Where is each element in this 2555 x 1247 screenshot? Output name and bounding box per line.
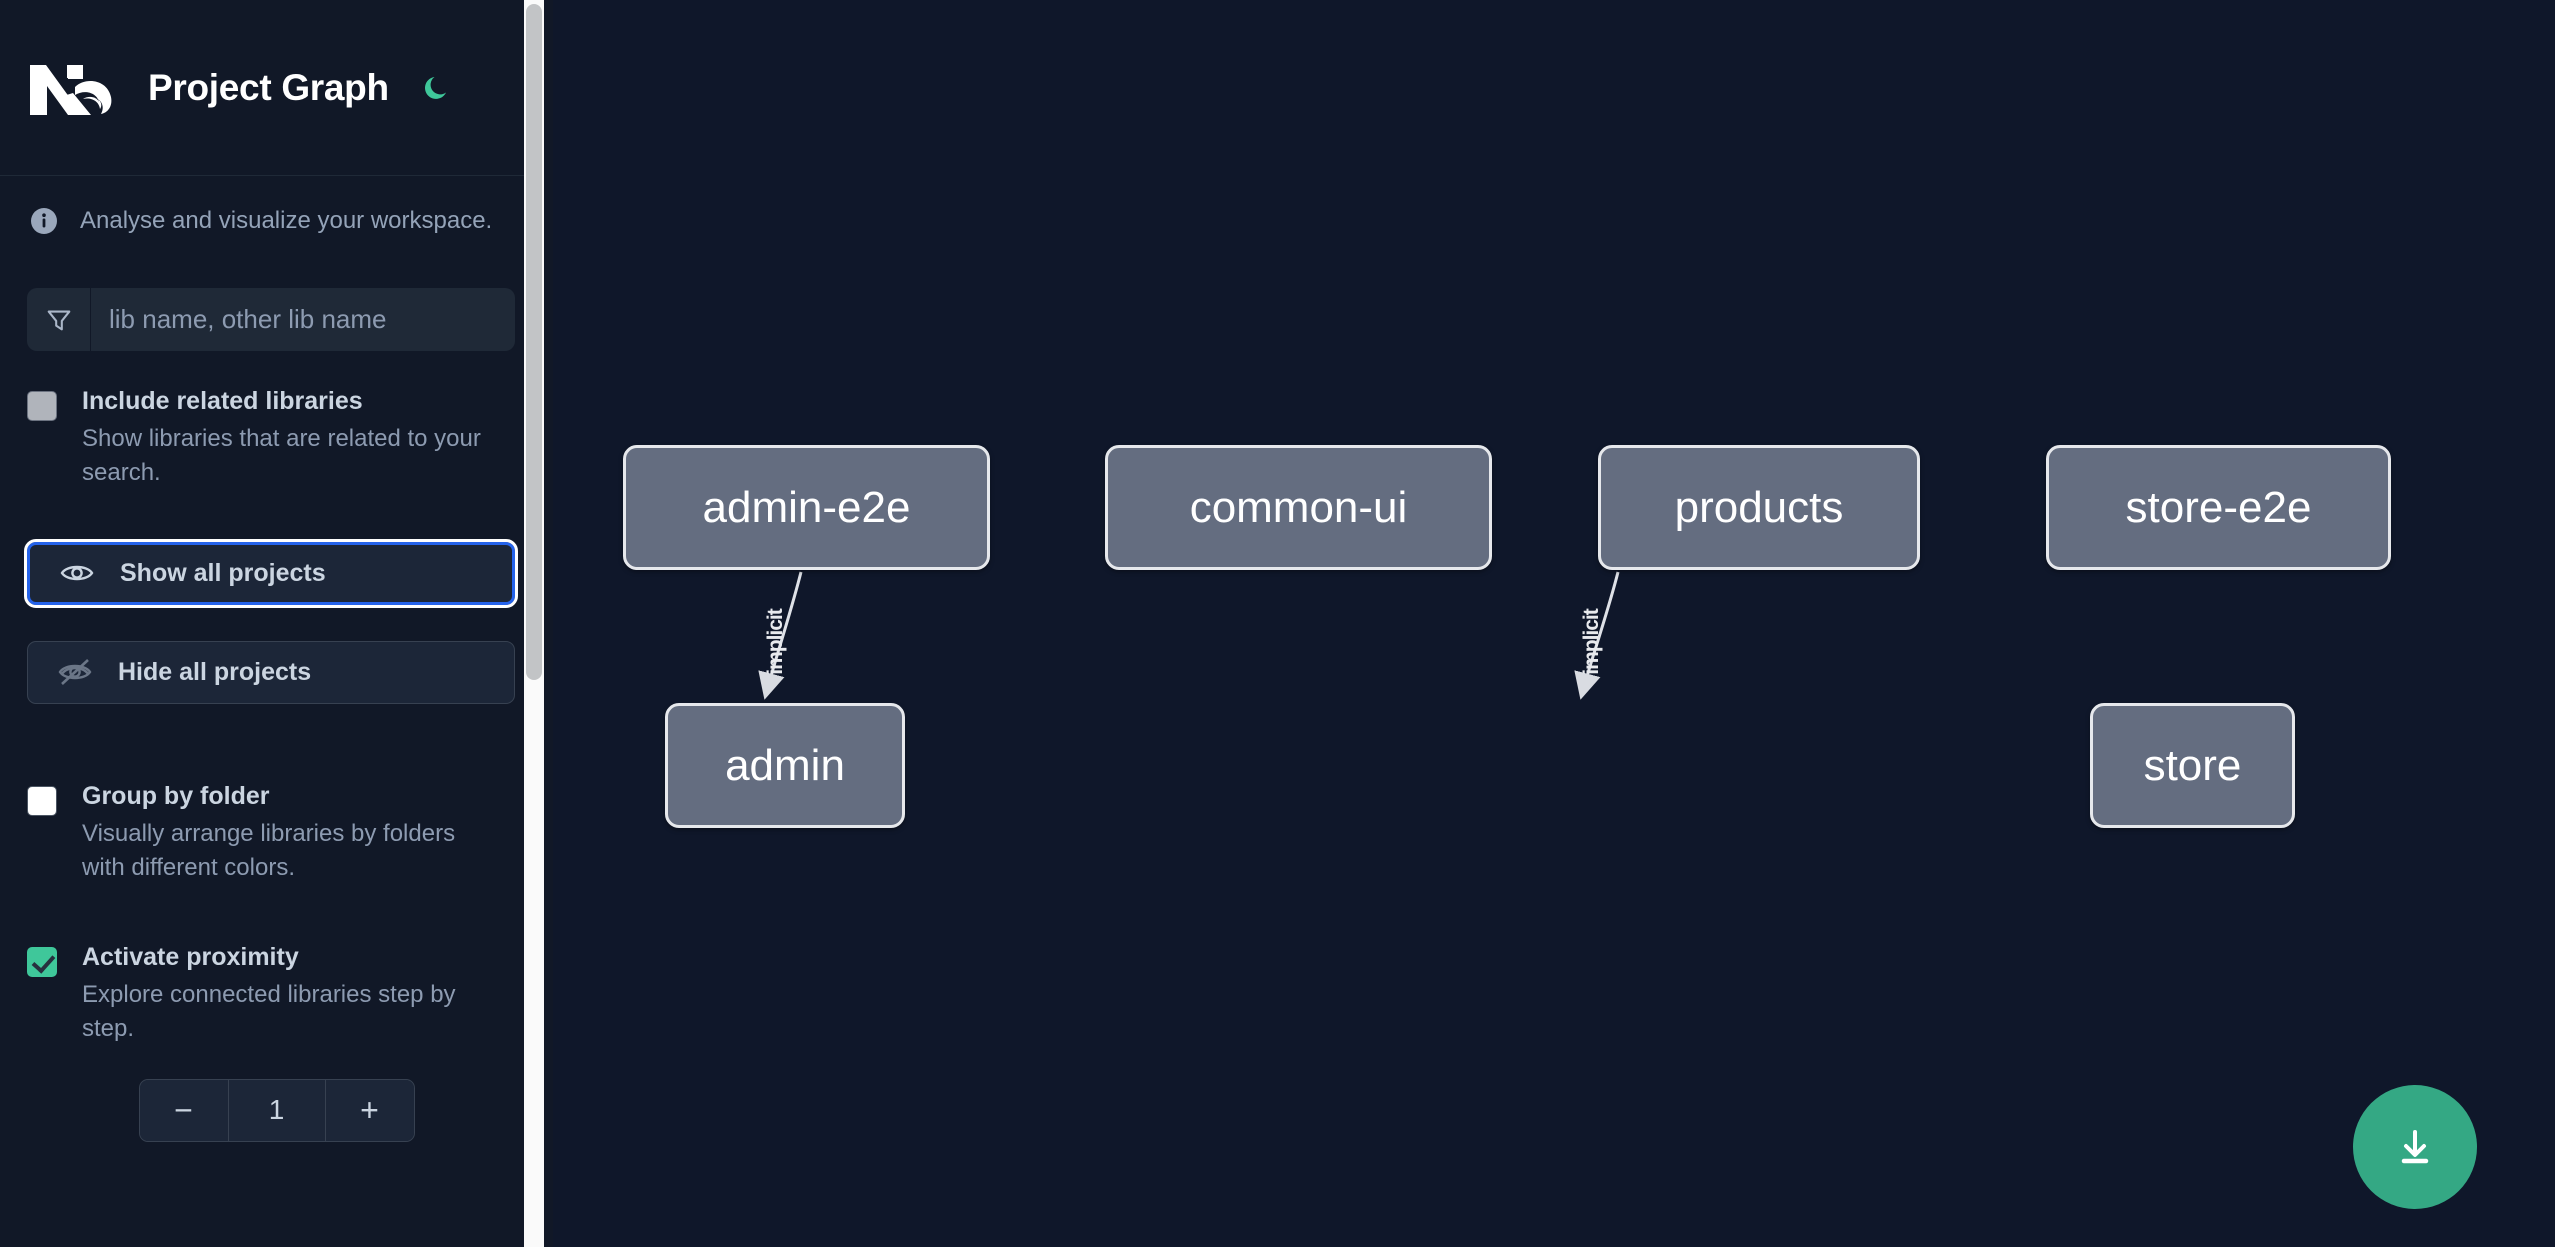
graph-node-common-ui[interactable]: common-ui (1105, 445, 1492, 570)
group-by-folder-checkbox[interactable] (27, 785, 57, 816)
spacer (0, 704, 553, 746)
graph-node-admin[interactable]: admin (665, 703, 905, 828)
graph-node-store-e2e[interactable]: store-e2e (2046, 445, 2391, 570)
edge-label-store: implicit (1579, 609, 1603, 675)
graph-node-admin-e2e[interactable]: admin-e2e (623, 445, 990, 570)
sidebar-scrollbar-thumb[interactable] (526, 4, 542, 680)
sidebar: Project Graph Analyse and visualize your… (0, 0, 553, 1247)
option-description: Show libraries that are related to your … (82, 424, 481, 486)
spacer (0, 885, 553, 907)
option-description: Visually arrange libraries by folders wi… (82, 819, 456, 881)
spacer (0, 605, 553, 641)
option-label: Activate proximity (82, 942, 299, 971)
option-group-by-folder[interactable]: Group by folder Visually arrange librari… (27, 780, 515, 885)
info-text: Analyse and visualize your workspace. (80, 207, 493, 234)
search-input[interactable] (91, 288, 515, 351)
option-texts: Activate proximity Explore connected lib… (82, 941, 502, 1046)
search-filter (27, 288, 515, 351)
option-activate-proximity[interactable]: Activate proximity Explore connected lib… (27, 941, 515, 1046)
option-label: Group by folder (82, 781, 270, 810)
workspace-info: Analyse and visualize your workspace. (0, 176, 553, 235)
hide-all-projects-label: Hide all projects (118, 657, 312, 686)
sidebar-edge (544, 0, 553, 1247)
graph-node-store[interactable]: store (2090, 703, 2295, 828)
option-texts: Group by folder Visually arrange librari… (82, 780, 502, 885)
proximity-decrement-button[interactable]: − (139, 1079, 229, 1141)
proximity-increment-button[interactable]: + (324, 1079, 414, 1141)
nx-logo-icon (27, 57, 115, 119)
option-texts: Include related libraries Show libraries… (82, 385, 502, 490)
edge-label-admin: implicit (763, 609, 787, 675)
graph-node-products[interactable]: products (1598, 445, 1920, 570)
include-related-libraries-checkbox[interactable] (27, 391, 57, 421)
option-description: Explore connected libraries step by step… (82, 980, 456, 1042)
sidebar-scrollbar[interactable] (524, 0, 544, 1247)
option-label: Include related libraries (82, 387, 363, 415)
page-title: Project Graph (148, 66, 389, 108)
graph-edges (758, 571, 1620, 700)
spacer (0, 490, 553, 542)
sidebar-header: Project Graph (0, 0, 553, 176)
show-all-projects-label: Show all projects (120, 558, 326, 587)
download-icon (2391, 1122, 2439, 1173)
download-graph-button[interactable] (2353, 1085, 2477, 1209)
activate-proximity-checkbox[interactable] (27, 946, 57, 977)
moon-icon[interactable] (417, 68, 457, 108)
proximity-stepper: − 1 + (138, 1078, 415, 1142)
show-all-projects-button[interactable]: Show all projects (24, 538, 518, 608)
hide-all-projects-button[interactable]: Hide all projects (27, 640, 515, 704)
eye-icon (60, 556, 94, 590)
info-icon (30, 207, 58, 235)
filter-funnel-icon (27, 288, 91, 351)
option-include-related-libraries[interactable]: Include related libraries Show libraries… (27, 385, 515, 490)
project-graph-canvas[interactable]: implicit implicit admin-e2e common-ui pr… (553, 0, 2555, 1247)
eye-off-icon (58, 655, 92, 689)
proximity-value: 1 (228, 1079, 325, 1141)
